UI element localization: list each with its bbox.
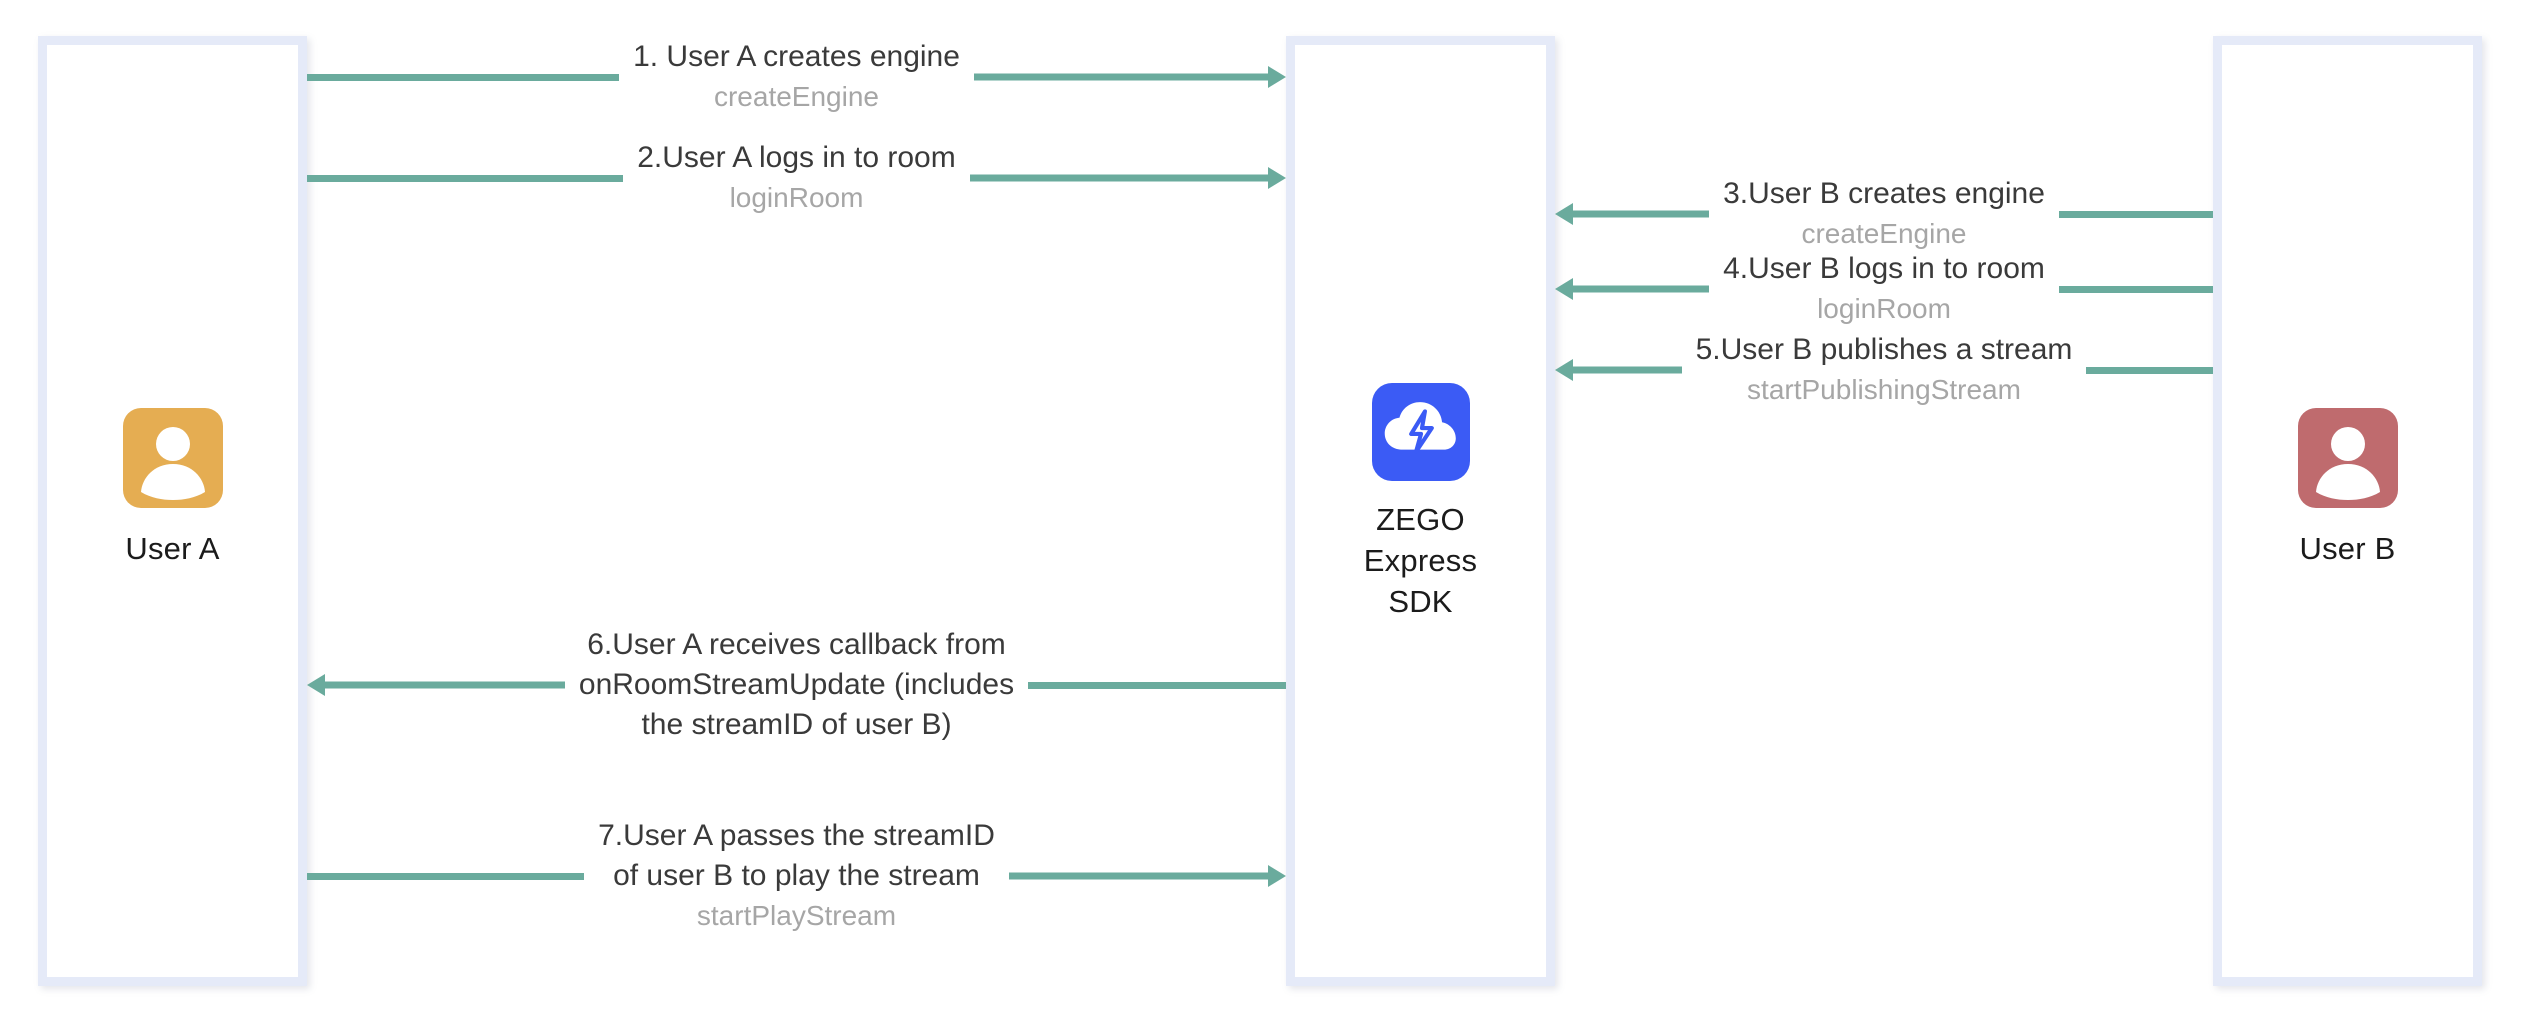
node-zego-sdk: ZEGO Express SDK — [1295, 383, 1546, 622]
message-label-step-5: 5.User B publishes a stream startPublish… — [1682, 330, 2087, 410]
message-label-step-2: 2.User A logs in to room loginRoom — [623, 138, 970, 218]
message-api-text: createEngine — [1801, 218, 1967, 249]
message-main-text: 6.User A receives callback from — [587, 628, 1006, 661]
message-main-text: 3.User B creates engine — [1723, 177, 2045, 210]
connector-segment-left — [307, 73, 620, 81]
lane-user-a: User A — [38, 36, 307, 986]
message-label-step-6: 6.User A receives callback from onRoomSt… — [565, 625, 1028, 745]
sdk-label-line-2: Express — [1363, 543, 1478, 578]
sdk-label-line-3: SDK — [1388, 584, 1453, 619]
connector-arrow-left — [1555, 203, 1709, 225]
message-step-7: 7.User A passes the streamID of user B t… — [307, 816, 1286, 936]
connector-segment-left — [307, 174, 624, 182]
message-main-text: 2.User A logs in to room — [637, 141, 956, 174]
message-api-text: createEngine — [713, 81, 879, 112]
connector-arrow-right — [974, 66, 1286, 88]
user-avatar-icon — [122, 408, 223, 508]
sdk-label-line-1: ZEGO — [1376, 502, 1465, 537]
connector-arrow-right — [1009, 865, 1286, 887]
lane-user-b: User B — [2213, 36, 2482, 986]
message-main-text-3: the streamID of user B) — [641, 708, 952, 741]
message-api-text: startPlayStream — [696, 900, 897, 931]
message-step-4: 4.User B logs in to room loginRoom — [1555, 249, 2214, 329]
connector-segment-right — [2058, 285, 2214, 293]
connector-arrow-left — [1555, 359, 1682, 381]
message-main-text: 4.User B logs in to room — [1723, 252, 2045, 285]
message-label-step-1: 1. User A creates engine createEngine — [619, 37, 974, 117]
lane-label-user-b: User B — [2299, 531, 2396, 566]
connector-segment-left — [307, 872, 585, 880]
connector-arrow-right — [970, 167, 1286, 189]
message-api-text: loginRoom — [1817, 293, 1951, 324]
message-step-6: 6.User A receives callback from onRoomSt… — [307, 625, 1287, 745]
node-user-b: User B — [2222, 408, 2473, 569]
message-main-text: 7.User A passes the streamID — [598, 819, 995, 852]
message-main-text: 5.User B publishes a stream — [1695, 333, 2073, 366]
message-label-step-4: 4.User B logs in to room loginRoom — [1709, 249, 2059, 329]
node-user-a: User A — [47, 408, 298, 569]
message-api-text: loginRoom — [729, 182, 864, 213]
connector-segment-right — [1028, 681, 1287, 689]
message-main-text-2: of user B to play the stream — [613, 859, 980, 892]
message-api-text: startPublishingStream — [1747, 374, 2021, 405]
connector-segment-right — [2086, 366, 2213, 374]
lane-zego-sdk: ZEGO Express SDK — [1286, 36, 1555, 986]
user-avatar-icon — [2297, 408, 2398, 508]
message-label-step-3: 3.User B creates engine createEngine — [1709, 174, 2059, 254]
lane-label-zego-sdk: ZEGO Express SDK — [1295, 499, 1546, 622]
connector-arrow-left — [307, 674, 565, 696]
message-main-text: 1. User A creates engine — [633, 40, 960, 73]
zego-cloud-logo-icon — [1371, 383, 1470, 481]
message-main-text-2: onRoomStreamUpdate (includes — [578, 668, 1015, 701]
connector-arrow-left — [1555, 278, 1709, 300]
message-step-2: 2.User A logs in to room loginRoom — [307, 138, 1286, 218]
message-step-3: 3.User B creates engine createEngine — [1555, 174, 2213, 254]
connector-segment-right — [2058, 210, 2213, 218]
message-step-5: 5.User B publishes a stream startPublish… — [1555, 330, 2213, 410]
message-step-1: 1. User A creates engine createEngine — [307, 37, 1286, 117]
message-label-step-7: 7.User A passes the streamID of user B t… — [584, 816, 1009, 936]
lane-label-user-a: User A — [125, 531, 220, 566]
